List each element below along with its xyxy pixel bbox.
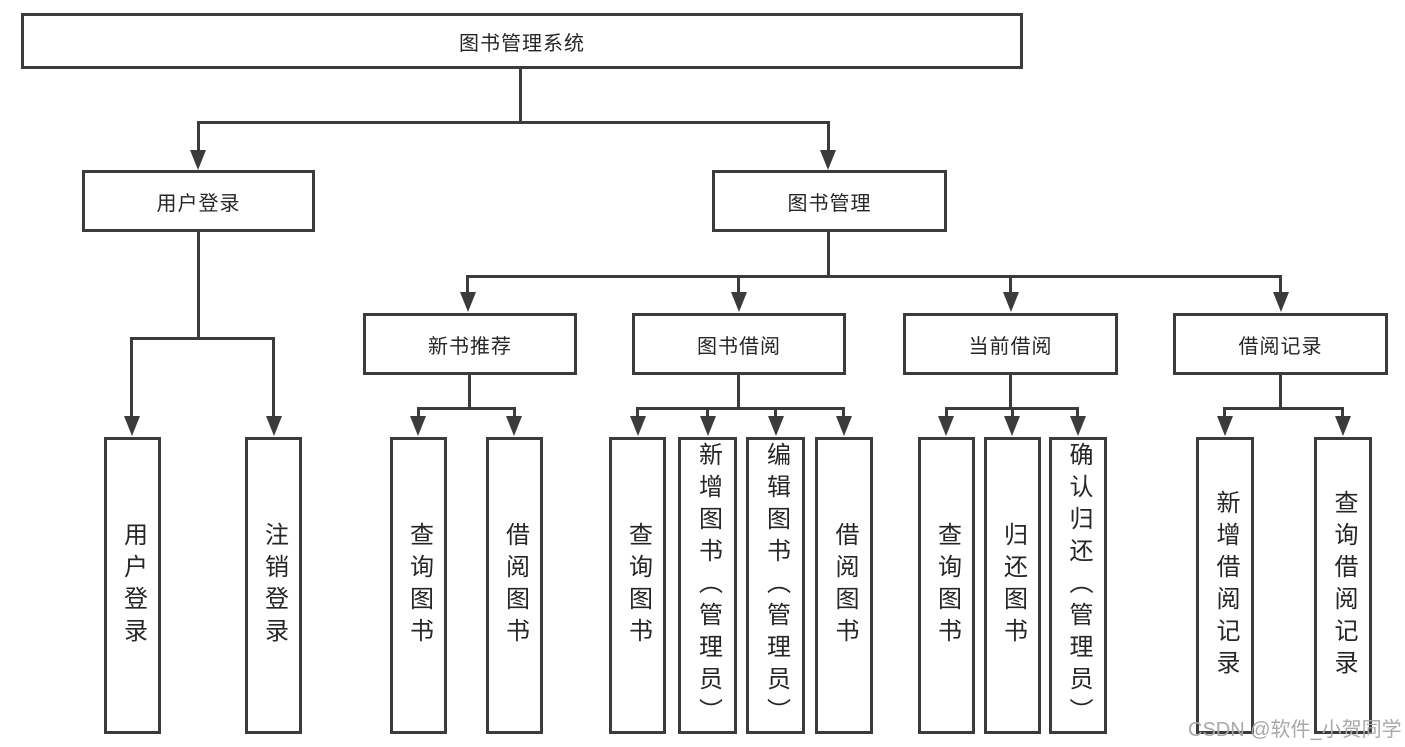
node-label: 新书推荐 (428, 335, 512, 358)
node-new-book-recommend: 新书推荐 (363, 313, 577, 375)
connector-line (513, 407, 516, 418)
arrow-down-icon (768, 416, 784, 436)
arrow-down-icon (124, 416, 140, 436)
node-label-vertical: 新增图书（管理员） (694, 441, 722, 730)
node-label-vertical: 编辑图书（管理员） (762, 441, 790, 730)
connector-line (945, 407, 1079, 410)
node-label: 借阅记录 (1238, 335, 1323, 358)
leaf-add-book-admin: 新增图书（管理员） (678, 437, 737, 734)
connector-line (417, 407, 420, 418)
node-label-vertical: 确认归还（管理员） (1065, 441, 1092, 730)
node-label-vertical: 新增借阅记录 (1212, 489, 1239, 682)
leaf-borrow-book-newbook: 借阅图书 (486, 437, 543, 734)
node-label: 图书借阅 (697, 335, 781, 358)
arrow-down-icon (820, 150, 836, 170)
node-book-borrow: 图书借阅 (632, 313, 846, 375)
connector-line (1223, 407, 1344, 410)
leaf-borrow-book: 借阅图书 (815, 437, 873, 734)
node-label-vertical: 查询图书 (624, 521, 652, 650)
arrow-down-icon (460, 292, 476, 312)
connector-line (706, 407, 709, 418)
node-label: 图书管理系统 (459, 32, 585, 55)
connector-line (636, 407, 639, 418)
leaf-query-book-newbook: 查询图书 (390, 437, 447, 734)
connector-line (468, 374, 471, 407)
connector-line (197, 121, 200, 152)
node-label-vertical: 查询图书 (405, 521, 433, 650)
connector-line (197, 230, 200, 337)
arrow-down-icon (1004, 416, 1020, 436)
arrow-down-icon (1273, 292, 1289, 312)
watermark: CSDN @软件_小贺同学 (1188, 719, 1402, 741)
connector-line (1279, 374, 1282, 407)
node-label-vertical: 注销登录 (260, 521, 288, 650)
arrow-down-icon (266, 416, 282, 436)
node-user-login: 用户登录 (82, 170, 315, 232)
connector-line (1341, 407, 1344, 418)
arrow-down-icon (1335, 416, 1351, 436)
connector-line (1011, 407, 1014, 418)
arrow-down-icon (700, 416, 716, 436)
arrow-down-icon (938, 416, 954, 436)
connector-line (636, 407, 845, 410)
connector-line (774, 407, 777, 418)
leaf-return-book: 归还图书 (984, 437, 1041, 734)
connector-line (466, 275, 469, 294)
arrow-down-icon (506, 416, 522, 436)
connector-line (197, 121, 830, 124)
leaf-logout: 注销登录 (245, 437, 302, 734)
connector-line (827, 121, 830, 152)
connector-line (827, 231, 830, 275)
node-label: 当前借阅 (968, 335, 1053, 358)
connector-line (466, 275, 1282, 278)
arrow-down-icon (1070, 416, 1086, 436)
node-label: 图书管理 (787, 192, 872, 215)
connector-line (1009, 374, 1012, 407)
node-label-vertical: 借阅图书 (501, 521, 529, 650)
node-label-vertical: 查询图书 (933, 521, 961, 650)
arrow-down-icon (1217, 416, 1233, 436)
arrow-down-icon (410, 416, 426, 436)
arrow-down-icon (190, 150, 206, 170)
connector-line (945, 407, 948, 418)
leaf-edit-book-admin: 编辑图书（管理员） (746, 437, 805, 734)
node-borrow-record: 借阅记录 (1173, 313, 1388, 375)
connector-line (417, 407, 516, 410)
connector-line (272, 337, 275, 418)
connector-line (1279, 275, 1282, 294)
connector-line (842, 407, 845, 418)
leaf-query-book-current: 查询图书 (918, 437, 975, 734)
leaf-user-login: 用户登录 (104, 437, 161, 734)
connector-line (1009, 275, 1012, 294)
leaf-add-borrow-record: 新增借阅记录 (1196, 437, 1254, 734)
leaf-query-book-borrow: 查询图书 (609, 437, 666, 734)
arrow-down-icon (731, 292, 747, 312)
leaf-query-borrow-record: 查询借阅记录 (1314, 437, 1372, 734)
connector-line (1223, 407, 1226, 418)
leaf-confirm-return-admin: 确认归还（管理员） (1049, 437, 1107, 734)
node-library-system: 图书管理系统 (21, 13, 1023, 69)
node-label: 用户登录 (156, 192, 241, 215)
connector-line (519, 67, 522, 123)
node-label-vertical: 查询借阅记录 (1330, 489, 1357, 682)
node-book-management: 图书管理 (712, 170, 947, 232)
node-current-borrow: 当前借阅 (903, 313, 1118, 375)
arrow-down-icon (1003, 292, 1019, 312)
node-label-vertical: 归还图书 (999, 521, 1027, 650)
arrow-down-icon (630, 416, 646, 436)
connector-line (130, 337, 275, 340)
node-label-vertical: 用户登录 (119, 521, 147, 650)
arrow-down-icon (836, 416, 852, 436)
connector-line (737, 374, 740, 407)
node-label-vertical: 借阅图书 (831, 521, 858, 650)
connector-line (737, 275, 740, 294)
connector-line (130, 337, 133, 418)
connector-line (1076, 407, 1079, 418)
